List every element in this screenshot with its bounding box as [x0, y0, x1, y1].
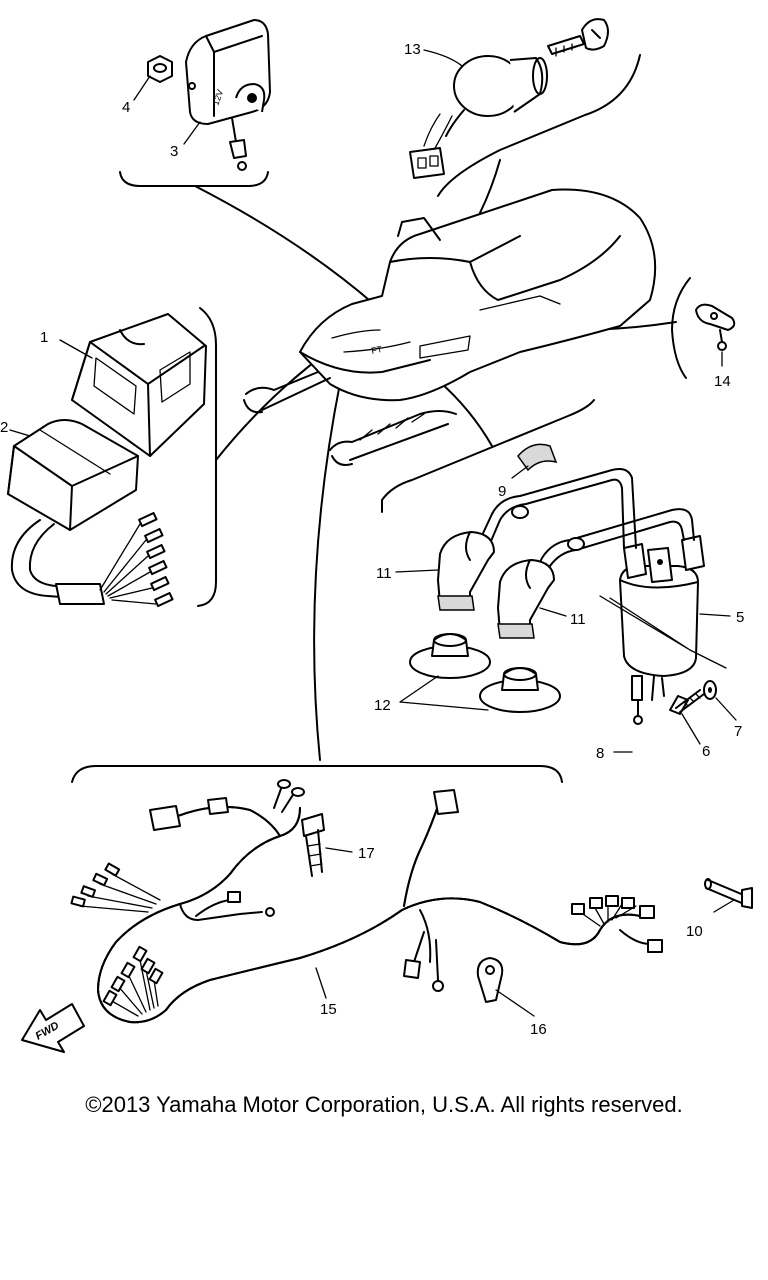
part-label: 9	[498, 483, 506, 500]
voltage-regulator: 12V	[185, 19, 271, 171]
cable-tie	[301, 813, 325, 877]
cdi-unit	[7, 419, 174, 608]
part-label: 13	[404, 41, 421, 58]
part-label: 2	[0, 419, 8, 436]
bracket-harness-group	[71, 765, 563, 783]
part-label: 8	[596, 745, 604, 762]
clamp-part	[476, 957, 504, 1003]
cdi-cover	[71, 313, 207, 457]
part-label: 12	[374, 697, 391, 714]
high-tension-cords	[477, 468, 695, 601]
part-label: 3	[170, 143, 178, 160]
long-bolt	[704, 878, 753, 909]
copyright-notice: ©2013 Yamaha Motor Corporation, U.S.A. A…	[85, 1092, 683, 1117]
main-switch	[409, 55, 548, 179]
part-label: 14	[714, 373, 731, 390]
plug-cap-right	[497, 559, 555, 639]
parts-diagram: FT 12V	[0, 18, 753, 1053]
part-label: 11	[376, 565, 392, 582]
bracket-cdi-group	[197, 307, 217, 607]
bracket-coil-group	[381, 399, 595, 513]
part-label: 17	[358, 845, 375, 862]
plug-boot-right	[479, 667, 561, 713]
bracket-regulator-group	[119, 171, 269, 187]
forward-arrow: FWD	[21, 1003, 85, 1053]
snowmobile-badge: FT	[370, 344, 383, 356]
part-label: 6	[702, 743, 710, 760]
leader-regulator	[194, 185, 376, 306]
bracket-clip-group	[671, 277, 691, 379]
callout-leaders	[9, 49, 737, 1017]
bracket-switch-group	[437, 54, 641, 197]
part-label: 4	[122, 99, 130, 116]
band-part	[517, 443, 558, 472]
part-label: 10	[686, 923, 703, 940]
leader-harness	[313, 344, 349, 761]
snowmobile-illustration: FT	[243, 188, 657, 466]
part-label: 15	[320, 1001, 337, 1018]
part-label: 11	[570, 611, 586, 628]
nut-part	[147, 55, 173, 83]
part-number-labels: 1 2 3 4 5 6 7 8 9 10 11 11 12 13 14 15 1…	[0, 41, 744, 1038]
ignition-key	[547, 18, 609, 57]
washer-part	[703, 680, 717, 700]
ignition-coil	[619, 535, 705, 725]
bolt-part	[669, 689, 705, 715]
plug-boot-left	[409, 633, 491, 679]
wire-clip	[695, 303, 736, 351]
part-label: 7	[734, 723, 742, 740]
part-label: 1	[40, 329, 48, 346]
wire-harness	[70, 779, 663, 1024]
plug-cap-left	[437, 531, 495, 611]
part-label: 5	[736, 609, 744, 626]
part-label: 16	[530, 1021, 547, 1038]
